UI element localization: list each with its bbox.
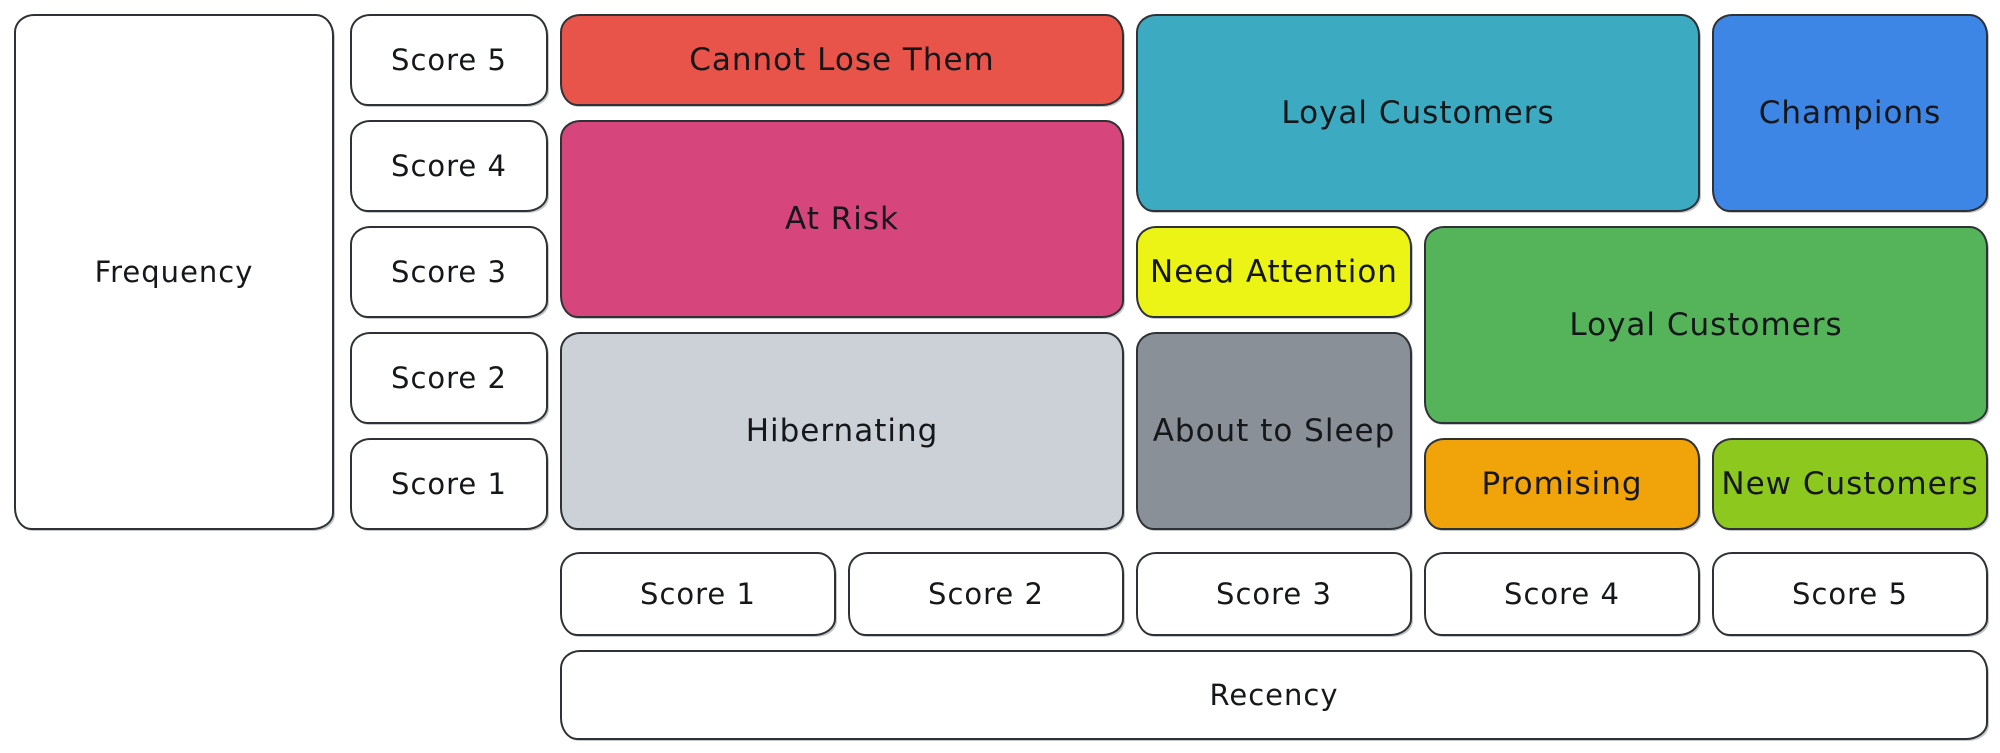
- segment-label: Promising: [1481, 466, 1643, 502]
- recency-score-row: Score 1 Score 2 Score 3 Score 4 Score 5: [560, 552, 1988, 636]
- segment-cannot-lose-them: Cannot Lose Them: [560, 14, 1124, 106]
- segment-label: Loyal Customers: [1281, 95, 1555, 131]
- recency-axis-label: Recency: [1209, 678, 1339, 712]
- frequency-score-3-box: Score 3: [350, 226, 548, 318]
- segment-about-to-sleep: About to Sleep: [1136, 332, 1412, 530]
- segment-label: Need Attention: [1150, 254, 1398, 290]
- frequency-score-column: Score 5 Score 4 Score 3 Score 2 Score 1: [350, 14, 548, 530]
- segment-board: Cannot Lose Them At Risk Hibernating Loy…: [560, 14, 1988, 530]
- segment-label: Hibernating: [745, 413, 939, 449]
- frequency-score-5-box: Score 5: [350, 14, 548, 106]
- segment-promising: Promising: [1424, 438, 1700, 530]
- recency-score-label: Score 3: [1216, 577, 1332, 611]
- segment-label: Loyal Customers: [1569, 307, 1843, 343]
- frequency-axis-box: Frequency: [14, 14, 334, 530]
- recency-score-1-box: Score 1: [560, 552, 836, 636]
- segment-label: Champions: [1758, 95, 1942, 131]
- recency-score-3-box: Score 3: [1136, 552, 1412, 636]
- segment-label: About to Sleep: [1152, 413, 1396, 449]
- segment-hibernating: Hibernating: [560, 332, 1124, 530]
- segment-label: Cannot Lose Them: [689, 42, 995, 78]
- frequency-score-label: Score 2: [391, 361, 507, 395]
- recency-score-label: Score 4: [1504, 577, 1620, 611]
- recency-score-4-box: Score 4: [1424, 552, 1700, 636]
- frequency-score-label: Score 1: [391, 467, 507, 501]
- frequency-score-label: Score 4: [391, 149, 507, 183]
- frequency-score-label: Score 3: [391, 255, 507, 289]
- recency-score-5-box: Score 5: [1712, 552, 1988, 636]
- recency-score-label: Score 1: [640, 577, 756, 611]
- segment-loyal-customers-green: Loyal Customers: [1424, 226, 1988, 424]
- frequency-score-4-box: Score 4: [350, 120, 548, 212]
- recency-score-label: Score 2: [928, 577, 1044, 611]
- segment-need-attention: Need Attention: [1136, 226, 1412, 318]
- frequency-score-2-box: Score 2: [350, 332, 548, 424]
- segment-loyal-customers-teal: Loyal Customers: [1136, 14, 1700, 212]
- frequency-score-label: Score 5: [391, 43, 507, 77]
- recency-score-label: Score 5: [1792, 577, 1908, 611]
- recency-score-2-box: Score 2: [848, 552, 1124, 636]
- frequency-axis-label: Frequency: [94, 255, 254, 289]
- segment-new-customers: New Customers: [1712, 438, 1988, 530]
- segment-label: New Customers: [1721, 466, 1979, 502]
- segment-label: At Risk: [785, 201, 899, 237]
- recency-axis-box: Recency: [560, 650, 1988, 740]
- segment-at-risk: At Risk: [560, 120, 1124, 318]
- segment-champions: Champions: [1712, 14, 1988, 212]
- frequency-score-1-box: Score 1: [350, 438, 548, 530]
